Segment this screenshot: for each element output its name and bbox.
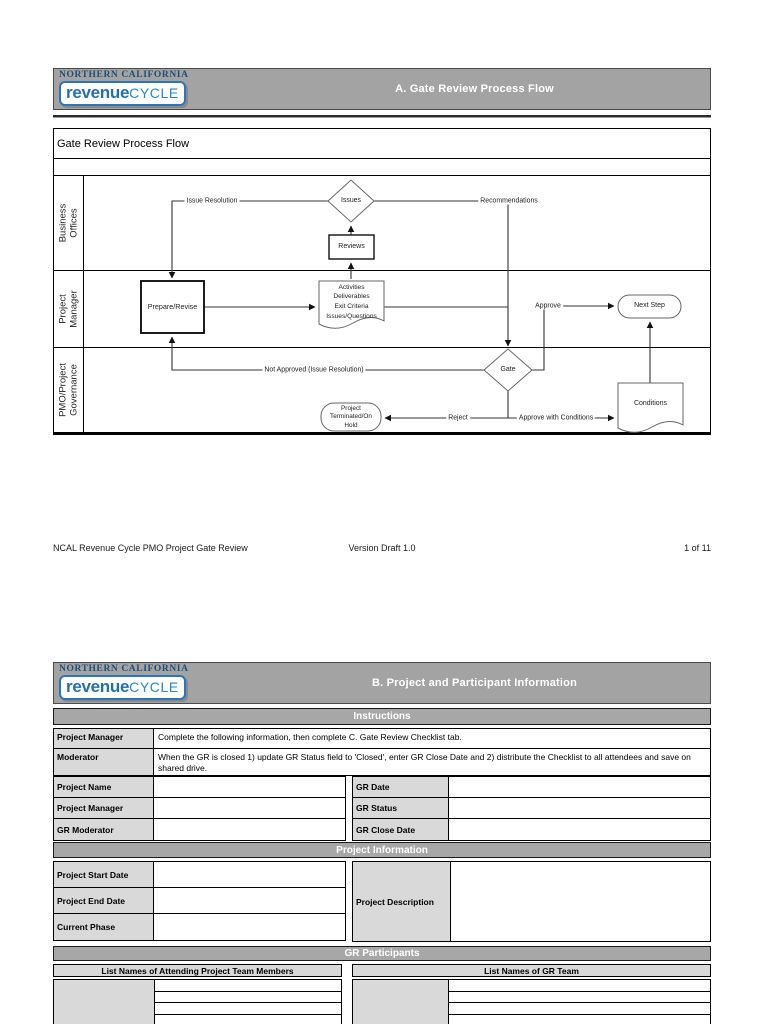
project-dates-table: Project Start Date Project End Date Curr… — [53, 861, 346, 941]
header-divider-rule — [53, 115, 711, 118]
section-bar-gr-participants: GR Participants — [53, 946, 711, 961]
revenue-cycle-logo: NORTHERN CALIFORNIA revenueCYCLE — [59, 70, 239, 106]
lane2-line1: Project — [57, 294, 68, 324]
gr-close-date-field[interactable] — [449, 819, 710, 840]
attending-team-table — [53, 979, 342, 1024]
revenue-cycle-logo-2: NORTHERN CALIFORNIA revenueCYCLE — [59, 664, 239, 700]
field-row: Project End Date — [54, 888, 345, 914]
lane1-line1: Business — [57, 203, 68, 243]
attending-team-gray-cell — [54, 980, 155, 1024]
gr-team-row-2[interactable] — [449, 991, 710, 1004]
current-phase-label: Current Phase — [54, 914, 154, 940]
gr-date-label: GR Date — [353, 777, 449, 797]
gr-moderator-label: GR Moderator — [54, 819, 154, 840]
page1-title: A. Gate Review Process Flow — [395, 83, 554, 95]
page1-footer: NCAL Revenue Cycle PMO Project Gate Revi… — [53, 543, 711, 553]
page2-title: B. Project and Participant Information — [371, 677, 577, 689]
gr-team-row-4[interactable] — [449, 1014, 710, 1024]
project-start-date-label: Project Start Date — [54, 862, 154, 887]
field-row: Project Manager — [54, 798, 345, 819]
instruction-text: Complete the following information, then… — [154, 729, 710, 748]
instructions-bar-label: Instructions — [353, 711, 411, 722]
instruction-text: When the GR is closed 1) update GR Statu… — [154, 749, 710, 775]
instructions-row-moderator: Moderator When the GR is closed 1) updat… — [54, 749, 710, 775]
page1-header-bar: NORTHERN CALIFORNIA revenueCYCLE A. Gate… — [53, 68, 711, 110]
logo-region-text-2: NORTHERN CALIFORNIA — [59, 664, 189, 674]
instruction-label: Project Manager — [54, 729, 154, 748]
field-row: GR Close Date — [353, 819, 710, 840]
footer-page-number: 1 of 11 — [684, 543, 711, 553]
project-fields-table: Project Name Project Manager GR Moderato… — [53, 776, 346, 841]
field-row: Project Start Date — [54, 862, 345, 888]
lane3-line1: PMO/Project — [57, 363, 68, 417]
flowchart-title: Gate Review Process Flow — [54, 129, 710, 159]
lane3-line2: Governance — [67, 364, 79, 416]
gr-moderator-field[interactable] — [154, 819, 345, 840]
project-description-label: Project Description — [353, 862, 451, 941]
gr-status-field[interactable] — [449, 798, 710, 818]
logo-brand-bold: revenue — [66, 83, 130, 102]
section-bar-project-information: Project Information — [53, 842, 711, 858]
project-information-bar-label: Project Information — [336, 844, 428, 856]
logo-brand-light: CYCLE — [129, 85, 179, 101]
field-row: GR Moderator — [54, 819, 345, 840]
attending-team-row-2[interactable] — [155, 991, 341, 1004]
footer-version: Version Draft 1.0 — [348, 543, 416, 553]
logo-box: revenueCYCLE — [59, 81, 186, 106]
project-end-date-field[interactable] — [154, 888, 345, 913]
current-phase-field[interactable] — [154, 914, 345, 940]
flowchart-blank-row — [54, 159, 710, 176]
gr-team-row-1[interactable] — [449, 980, 710, 992]
project-end-date-label: Project End Date — [54, 888, 154, 913]
gr-team-table — [352, 979, 711, 1024]
attending-team-row-3[interactable] — [155, 1003, 341, 1015]
project-manager-label: Project Manager — [54, 798, 154, 818]
attending-team-row-4[interactable] — [155, 1014, 341, 1024]
project-name-label: Project Name — [54, 777, 154, 797]
logo-brand-light-2: CYCLE — [129, 679, 179, 695]
instructions-row-project-manager: Project Manager Complete the following i… — [54, 729, 710, 749]
gr-team-header: List Names of GR Team — [352, 964, 711, 977]
field-row: GR Status — [353, 798, 710, 819]
section-bar-instructions: Instructions — [53, 708, 711, 725]
footer-document-name: NCAL Revenue Cycle PMO Project Gate Revi… — [53, 543, 248, 553]
lane2-line2: Manager — [67, 290, 79, 328]
instructions-table: Project Manager Complete the following i… — [53, 728, 711, 776]
gr-team-row-3[interactable] — [449, 1003, 710, 1015]
project-description-field[interactable] — [451, 862, 710, 941]
instruction-label: Moderator — [54, 749, 154, 775]
attending-team-header: List Names of Attending Project Team Mem… — [53, 964, 342, 977]
field-row: GR Date — [353, 777, 710, 798]
gr-date-field[interactable] — [449, 777, 710, 797]
gr-close-date-label: GR Close Date — [353, 819, 449, 840]
logo-brand-bold-2: revenue — [66, 677, 130, 696]
logo-box-2: revenueCYCLE — [59, 675, 186, 700]
project-start-date-field[interactable] — [154, 862, 345, 887]
gr-fields-table: GR Date GR Status GR Close Date — [352, 776, 711, 841]
gr-team-gray-cell — [353, 980, 449, 1024]
field-row: Current Phase — [54, 914, 345, 940]
project-description-table: Project Description — [352, 861, 711, 942]
project-manager-field[interactable] — [154, 798, 345, 818]
attending-team-row-1[interactable] — [155, 980, 341, 992]
page2-header-bar: NORTHERN CALIFORNIA revenueCYCLE B. Proj… — [53, 662, 711, 704]
field-row: Project Name — [54, 777, 345, 798]
project-name-field[interactable] — [154, 777, 345, 797]
gr-status-label: GR Status — [353, 798, 449, 818]
logo-region-text: NORTHERN CALIFORNIA — [59, 70, 189, 80]
lane1-line2: Offices — [67, 208, 79, 238]
gr-participants-bar-label: GR Participants — [344, 948, 420, 959]
